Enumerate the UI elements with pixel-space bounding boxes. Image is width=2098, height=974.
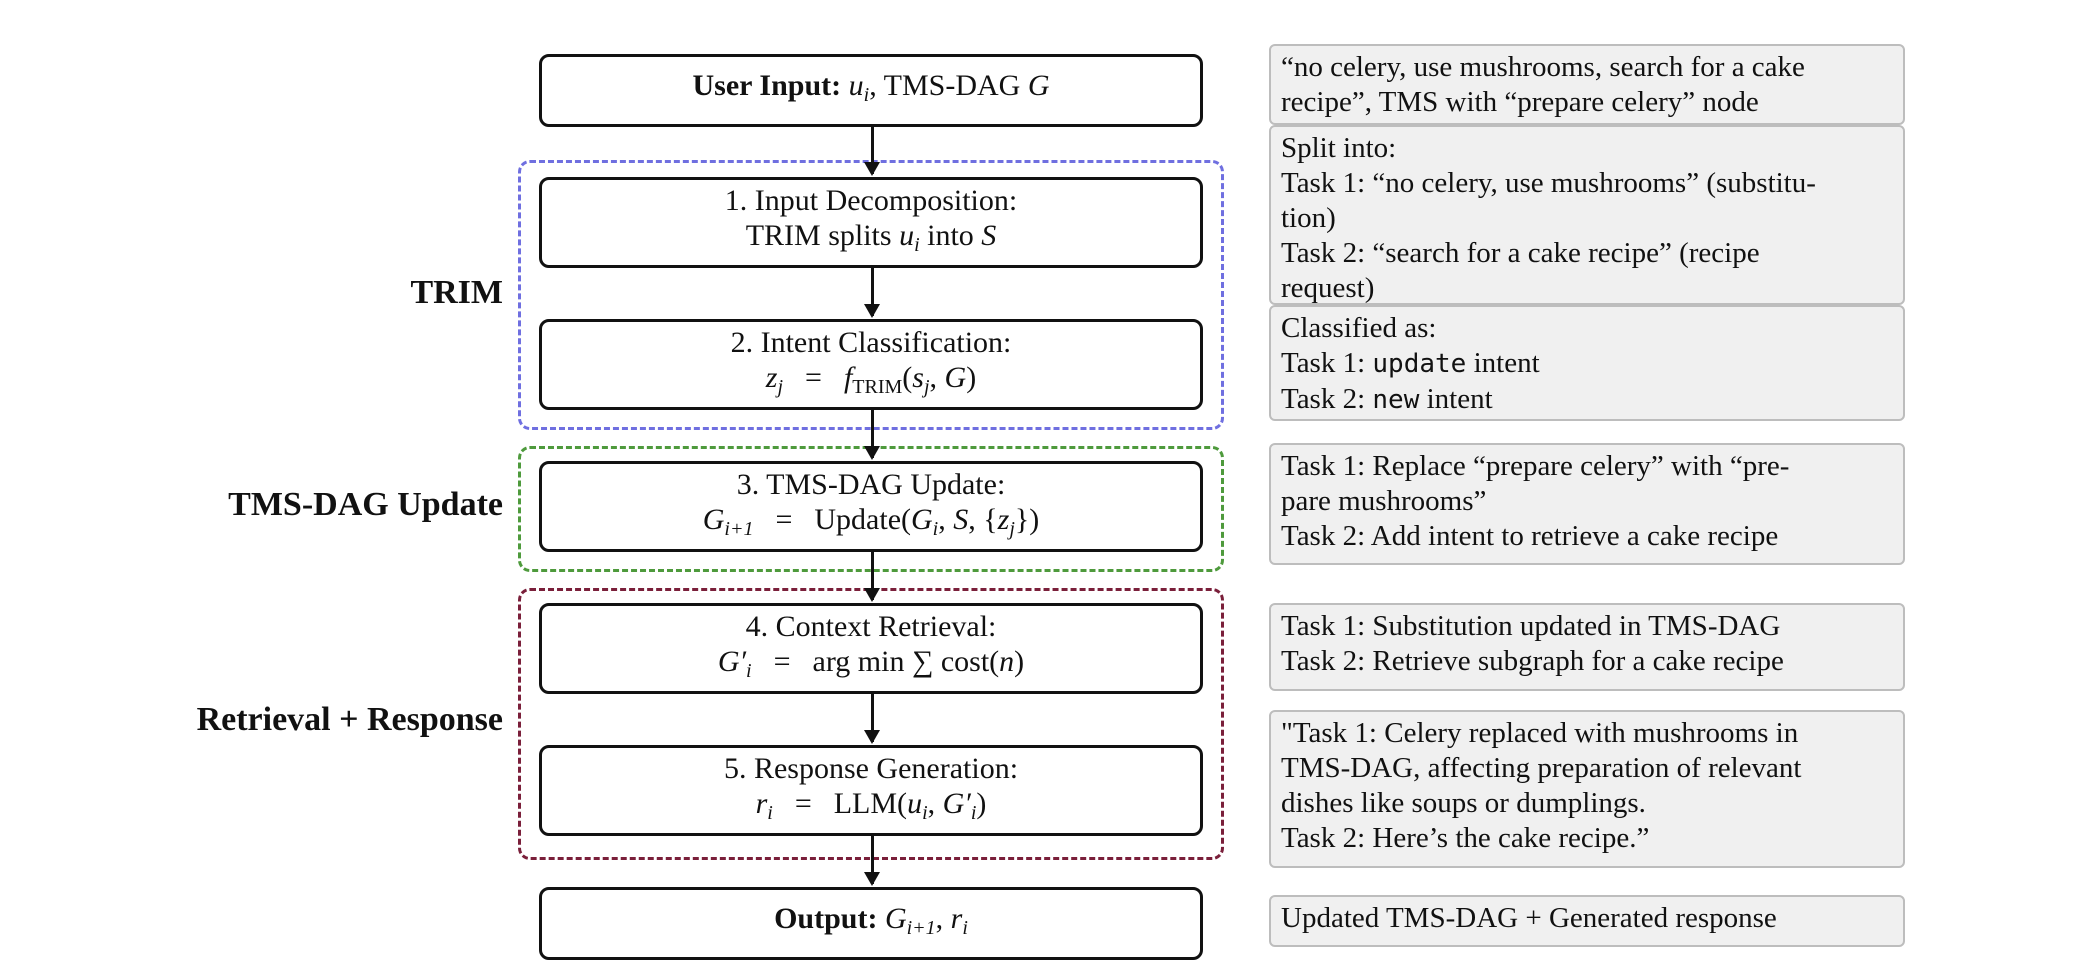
tms-group-label: TMS-DAG Update [228,486,503,523]
note-response: "Task 1: Celery replaced with mushrooms … [1269,710,1905,868]
arrow-step3-to-step4 [864,552,880,602]
step3-formula: Gi+1=Update(Gi, S, {zj}) [702,502,1040,540]
step3-tms-dag-update: 3. TMS-DAG Update: Gi+1=Update(Gi, S, {z… [539,461,1203,552]
output-box: Output: Gi+1, ri [539,887,1203,960]
note-output: Updated TMS-DAG + Generated response [1269,895,1905,947]
step1-formula: TRIM splits ui into S [745,218,997,256]
step5-title: 5. Response Generation: [723,751,1019,785]
new-intent-code: new [1372,385,1420,415]
step4-context-retrieval: 4. Context Retrieval: G′i=arg min ∑ cost… [539,603,1203,694]
step4-formula: G′i=arg min ∑ cost(n) [717,644,1025,682]
arrow-step2-to-step3 [864,410,880,460]
note-decomposition: Split into: Task 1: “no celery, use mush… [1269,125,1905,305]
step5-formula: ri=LLM(ui, G′i) [755,786,987,824]
note-user-input: “no celery, use mushrooms, search for a … [1269,44,1905,125]
step5-response-generation: 5. Response Generation: ri=LLM(ui, G′i) [539,745,1203,836]
step1-title: 1. Input Decomposition: [724,183,1018,217]
step2-formula: zj=fTRIM(sj, G) [765,360,977,398]
arrow-step4-to-step5 [864,694,880,744]
note-classification: Classified as: Task 1: update intent Tas… [1269,305,1905,421]
step3-title: 3. TMS-DAG Update: [736,467,1006,501]
arrow-input-to-step1 [864,127,880,176]
step2-title: 2. Intent Classification: [730,325,1012,359]
trim-group-label: TRIM [410,274,503,311]
user-input-label: User Input: [692,69,842,102]
output-label: Output: [774,902,878,935]
step4-title: 4. Context Retrieval: [745,609,997,643]
arrow-step5-to-output [864,836,880,886]
step2-intent-classification: 2. Intent Classification: zj=fTRIM(sj, G… [539,319,1203,410]
note-tms-update: Task 1: Replace “prepare celery” with “p… [1269,443,1905,565]
user-input-box: User Input: ui, TMS-DAG G [539,54,1203,127]
update-intent-code: update [1372,349,1467,379]
arrow-step1-to-step2 [864,268,880,318]
note-retrieval: Task 1: Substitution updated in TMS-DAG … [1269,603,1905,691]
step1-input-decomposition: 1. Input Decomposition: TRIM splits ui i… [539,177,1203,268]
retrieval-group-label: Retrieval + Response [196,701,503,738]
